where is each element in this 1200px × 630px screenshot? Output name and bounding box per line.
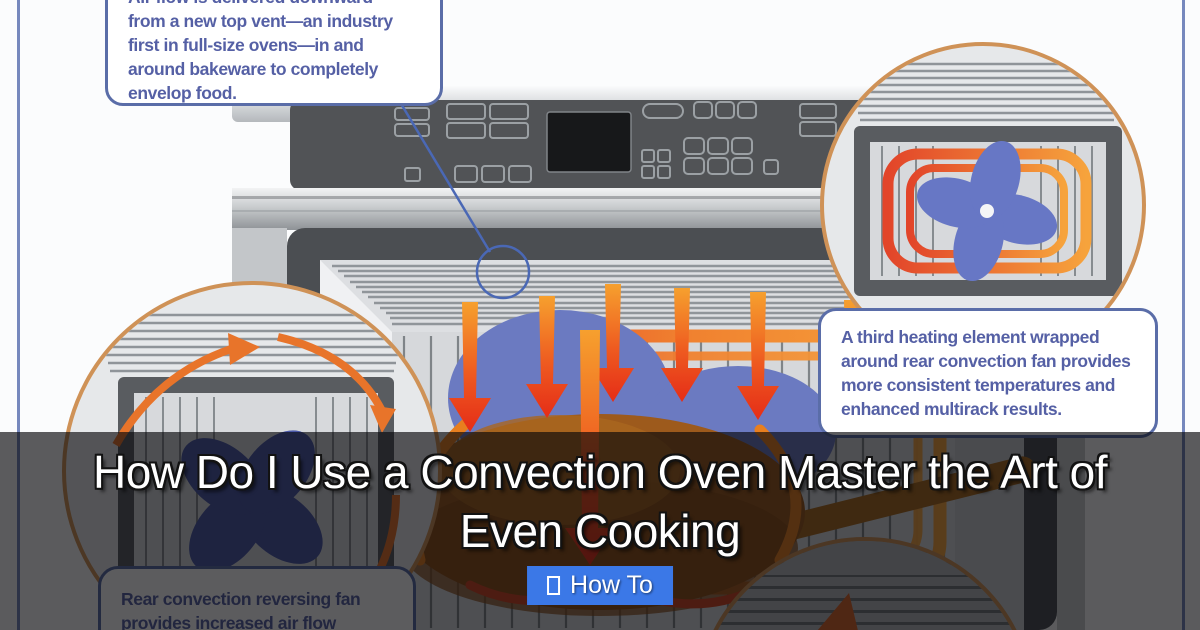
fan-icon [916, 140, 1058, 282]
callout-line: more consistent temperatures and [841, 375, 1116, 395]
callout-line: A third heating element wrapped [841, 327, 1100, 347]
callout-line: Air flow is delivered downward [128, 0, 426, 9]
callout-target-circle [475, 244, 531, 300]
callout-line: around rear convection fan provides [841, 351, 1131, 371]
article-title-line1: How Do I Use a Convection Oven Master th… [92, 446, 1108, 498]
inset-top-fan-art [844, 62, 1130, 296]
infographic-frame-line-left [17, 0, 20, 630]
category-badge-label: How To [570, 571, 653, 599]
category-badge: How To [527, 566, 673, 605]
callout-line: envelop food. [128, 83, 237, 103]
callout-third-element: A third heating element wrapped around r… [818, 308, 1158, 438]
article-title: How Do I Use a Convection Oven Master th… [0, 443, 1200, 561]
inset-louvers [96, 313, 408, 373]
callout-line: around bakeware to completely [128, 59, 379, 79]
callout-line: enhanced multirack results. [841, 399, 1062, 419]
oven-display [546, 111, 632, 173]
callout-leader-line [395, 96, 492, 253]
callout-top-vent: Air flow is delivered downward from a ne… [105, 0, 443, 106]
callout-line: from a new top vent—an industry [128, 11, 393, 31]
infographic-frame-line-right [1182, 0, 1185, 630]
badge-glyph-box-icon [547, 576, 561, 595]
article-title-line2: Even Cooking [459, 505, 741, 557]
callout-line: first in full-size ovens—in and [128, 35, 364, 55]
